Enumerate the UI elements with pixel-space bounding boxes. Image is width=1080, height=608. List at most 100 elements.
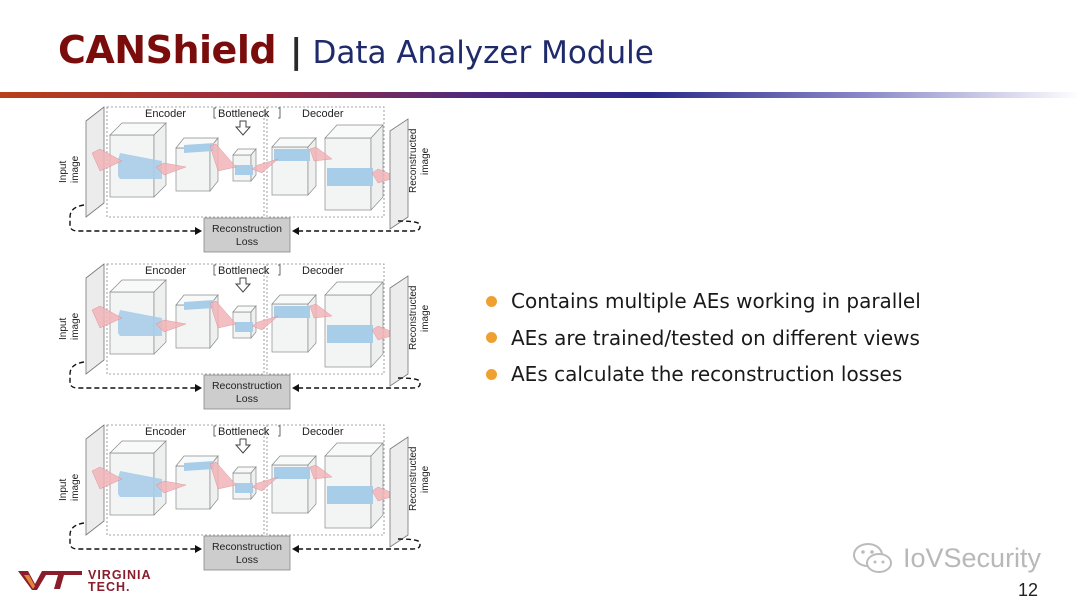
feature-map-4 bbox=[327, 168, 373, 186]
wechat-icon bbox=[853, 543, 892, 573]
input-image-slab bbox=[85, 263, 105, 375]
bullet-text: AEs calculate the reconstruction losses bbox=[511, 362, 903, 387]
title-subtitle: Data Analyzer Module bbox=[312, 35, 654, 71]
input-to-loss-arrow bbox=[69, 204, 200, 232]
page-number: 12 bbox=[1018, 580, 1039, 600]
watermark: IoVSecurity bbox=[851, 540, 1041, 576]
virginia-tech-wordmark: VIRGINIA TECH. bbox=[88, 568, 152, 594]
input-label-1: Input bbox=[58, 161, 69, 183]
output-label-2: image bbox=[420, 465, 431, 493]
reconstruction-loss-box bbox=[203, 217, 291, 253]
bullet-dot-icon bbox=[486, 332, 497, 344]
bottleneck-label: Bottleneck bbox=[218, 265, 270, 277]
decoder-cube-1 bbox=[271, 137, 317, 196]
virginia-tech-logo-icon bbox=[18, 571, 82, 590]
reconstructed-image-slab bbox=[389, 118, 409, 230]
encoder-label: Encoder bbox=[145, 108, 186, 120]
decoder-cube-2 bbox=[324, 124, 384, 211]
output-label-1: Reconstructed bbox=[408, 129, 419, 193]
feature-map-3 bbox=[274, 467, 310, 479]
output-to-loss-arrow bbox=[294, 538, 421, 550]
decoder-cube-1 bbox=[271, 294, 317, 353]
input-label-2: image bbox=[70, 312, 81, 340]
input-image-slab bbox=[85, 106, 105, 218]
input-label-2: image bbox=[70, 473, 81, 501]
reconstructed-image-slab bbox=[389, 436, 409, 548]
bullet-text: Contains multiple AEs working in paralle… bbox=[511, 289, 921, 314]
input-to-loss-arrow bbox=[69, 522, 200, 550]
output-to-loss-arrow bbox=[294, 220, 421, 232]
feature-map-3 bbox=[274, 149, 310, 161]
decoder-cube-2 bbox=[324, 442, 384, 529]
input-to-loss-arrow bbox=[69, 361, 200, 389]
autoencoder-2: Encoder Decoder Bottleneck bbox=[52, 262, 432, 412]
loss-label-2: Loss bbox=[236, 554, 258, 566]
feature-map-2 bbox=[184, 461, 214, 471]
output-label-2: image bbox=[420, 304, 431, 332]
bullet-dot-icon bbox=[486, 295, 497, 307]
autoencoder-diagram: Encoder Decoder Bottleneck bbox=[58, 263, 431, 410]
reconstruction-loss-box bbox=[203, 374, 291, 410]
loss-label-2: Loss bbox=[236, 393, 258, 405]
autoencoder-diagram: Encoder Decoder Bottleneck bbox=[58, 106, 431, 253]
autoencoder-1: Encoder Decoder Bottleneck bbox=[52, 105, 432, 255]
feature-map-1 bbox=[118, 471, 162, 497]
bullet-dot-icon bbox=[486, 368, 497, 380]
feature-map-2 bbox=[184, 300, 214, 310]
bottleneck-arrow-icon bbox=[234, 438, 252, 454]
bullet-item: AEs are trained/tested on different view… bbox=[486, 320, 921, 357]
feature-map-3 bbox=[274, 306, 310, 318]
reconstructed-image-slab bbox=[389, 275, 409, 387]
conv-kernels bbox=[91, 300, 399, 341]
loss-label-1: Reconstruction bbox=[212, 541, 282, 553]
title-separator: | bbox=[290, 32, 303, 72]
conv-kernels bbox=[91, 143, 399, 184]
feature-map-2 bbox=[184, 143, 214, 153]
watermark-text: IoVSecurity bbox=[903, 542, 1042, 573]
encoder-label: Encoder bbox=[145, 426, 186, 438]
feature-map-1 bbox=[118, 310, 162, 336]
decoder-box bbox=[266, 424, 385, 536]
output-to-loss-arrow bbox=[294, 377, 421, 389]
encoder-box bbox=[106, 263, 265, 375]
decoder-cube-1 bbox=[271, 455, 317, 514]
output-label-1: Reconstructed bbox=[408, 286, 419, 350]
feature-map-1 bbox=[118, 153, 162, 179]
decoder-label: Decoder bbox=[302, 426, 344, 438]
title-brand: CANShield bbox=[58, 28, 277, 72]
conv-kernels bbox=[91, 461, 399, 502]
autoencoder-diagram: Encoder Decoder Bottleneck bbox=[58, 424, 431, 571]
decoder-cube-2 bbox=[324, 281, 384, 368]
title-underline-bar bbox=[0, 92, 1080, 98]
bullet-list: Contains multiple AEs working in paralle… bbox=[486, 283, 921, 393]
decoder-box bbox=[266, 263, 385, 375]
bottleneck-arrow-icon bbox=[234, 277, 252, 293]
feature-map-4 bbox=[327, 325, 373, 343]
encoder-box bbox=[106, 424, 265, 536]
input-image-slab bbox=[85, 424, 105, 536]
slide-title: CANShield |Data Analyzer Module bbox=[58, 28, 654, 72]
loss-label-2: Loss bbox=[236, 236, 258, 248]
bottleneck-label: Bottleneck bbox=[218, 108, 270, 120]
bottleneck-label: Bottleneck bbox=[218, 426, 270, 438]
input-label-1: Input bbox=[58, 318, 69, 340]
output-label-1: Reconstructed bbox=[408, 447, 419, 511]
feature-map-4 bbox=[327, 486, 373, 504]
loss-label-1: Reconstruction bbox=[212, 223, 282, 235]
logo-line-2: TECH. bbox=[88, 580, 131, 594]
reconstruction-loss-box bbox=[203, 535, 291, 571]
encoder-cube-2 bbox=[175, 455, 219, 510]
input-label-1: Input bbox=[58, 479, 69, 501]
encoder-label: Encoder bbox=[145, 265, 186, 277]
loss-label-1: Reconstruction bbox=[212, 380, 282, 392]
bottleneck-arrow-icon bbox=[234, 120, 252, 136]
autoencoder-3: Encoder Decoder Bottleneck bbox=[52, 423, 432, 573]
output-label-2: image bbox=[420, 147, 431, 175]
logo-line-1: VIRGINIA bbox=[88, 568, 152, 582]
decoder-box bbox=[266, 106, 385, 218]
decoder-label: Decoder bbox=[302, 265, 344, 277]
bullet-item: Contains multiple AEs working in paralle… bbox=[486, 283, 921, 320]
bullet-item: AEs calculate the reconstruction losses bbox=[486, 356, 921, 393]
bullet-text: AEs are trained/tested on different view… bbox=[511, 325, 920, 350]
input-label-2: image bbox=[70, 155, 81, 183]
